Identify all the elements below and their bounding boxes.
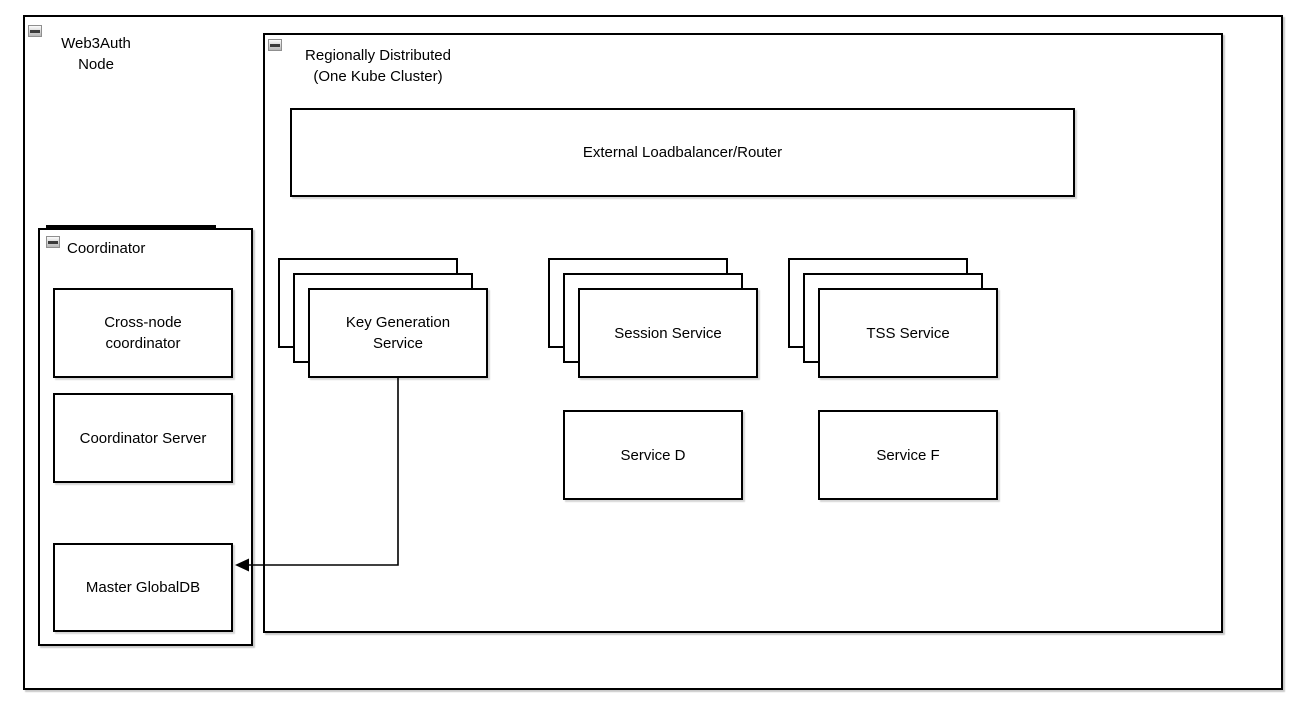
service-f-box: Service F xyxy=(818,410,998,500)
collapse-icon[interactable] xyxy=(28,25,42,37)
session-service-box: Session Service xyxy=(578,288,758,378)
external-loadbalancer-box: External Loadbalancer/Router xyxy=(290,108,1075,197)
coordinator-server-box: Coordinator Server xyxy=(53,393,233,483)
key-generation-service-box: Key Generation Service xyxy=(308,288,488,378)
coordinator-label: Coordinator xyxy=(67,240,146,257)
web3auth-node-label: Web3Auth Node xyxy=(61,35,131,73)
master-globaldb-box: Master GlobalDB xyxy=(53,543,233,632)
tss-service-box: TSS Service xyxy=(818,288,998,378)
regionally-distributed-group xyxy=(263,33,1223,633)
collapse-icon[interactable] xyxy=(46,236,60,248)
service-d-box: Service D xyxy=(563,410,743,500)
collapse-icon[interactable] xyxy=(268,39,282,51)
web3auth-node-group xyxy=(23,15,1283,690)
regionally-distributed-label: Regionally Distributed (One Kube Cluster… xyxy=(305,47,451,85)
cross-node-coordinator-box: Cross-node coordinator xyxy=(53,288,233,378)
